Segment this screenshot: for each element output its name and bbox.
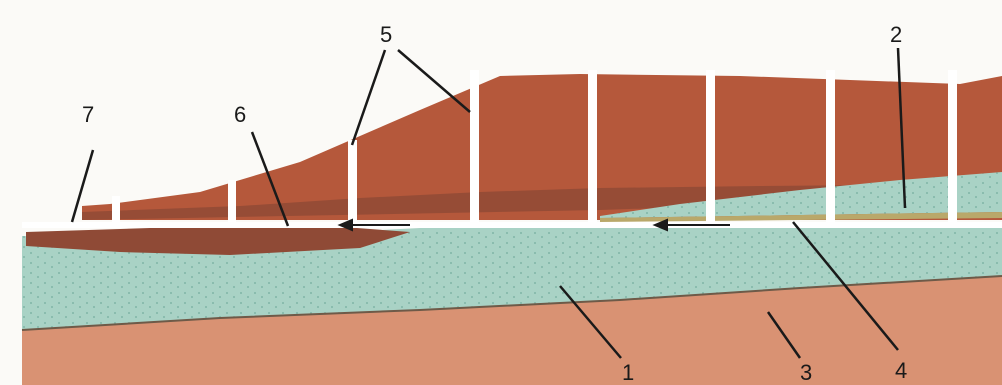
label-1: 1 xyxy=(622,360,634,385)
shaft xyxy=(348,140,357,226)
label-7: 7 xyxy=(82,102,94,127)
shaft xyxy=(588,70,597,226)
shaft xyxy=(706,70,715,226)
shaft xyxy=(470,70,479,226)
horizontal-gallery xyxy=(22,222,1002,228)
shaft xyxy=(948,70,957,226)
label-6: 6 xyxy=(234,102,246,127)
shaft xyxy=(228,180,236,226)
label-4: 4 xyxy=(895,358,907,383)
label-3: 3 xyxy=(800,360,812,385)
leader-5b xyxy=(398,50,470,112)
shaft xyxy=(826,70,835,226)
label-2: 2 xyxy=(890,22,902,47)
label-5: 5 xyxy=(380,22,392,47)
shaft xyxy=(112,196,120,226)
